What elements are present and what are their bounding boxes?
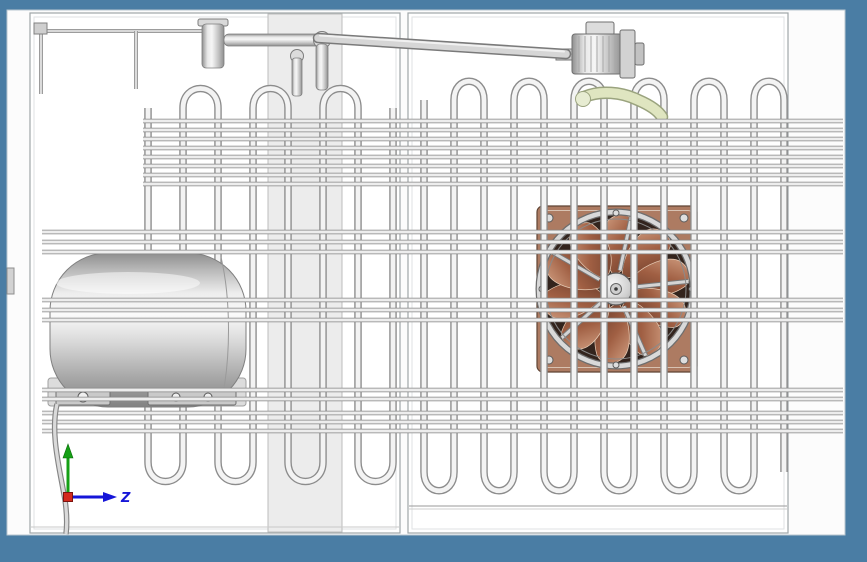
frame-bracket <box>33 22 213 94</box>
compressor-highlight <box>56 272 200 294</box>
y-axis-arrowhead <box>62 443 74 459</box>
motor-ribs <box>578 36 616 72</box>
pipe-horizontal <box>223 33 321 47</box>
motor-flange <box>619 29 636 79</box>
orientation-triad[interactable]: Z <box>62 443 131 506</box>
bracket-cap <box>33 22 48 35</box>
motor-terminal-box <box>585 21 615 36</box>
discharge-piping <box>197 18 331 97</box>
shroud-bolt <box>679 355 689 365</box>
left-edge-tab <box>6 267 15 295</box>
panel-strip <box>267 13 343 533</box>
coil-tube-body <box>421 79 787 493</box>
compressor <box>47 252 247 408</box>
discharge-pipe-long <box>312 32 572 60</box>
z-axis-arrowhead <box>103 492 117 502</box>
pipe-drop-left <box>291 57 303 97</box>
shroud-bolt <box>612 361 620 369</box>
fan-hub-center <box>614 287 618 291</box>
condenser-tube-rows <box>42 118 843 434</box>
compressor-weld-seam <box>220 256 229 404</box>
accent-pipe <box>575 86 669 124</box>
shroud-bolt <box>612 209 620 217</box>
accent-pipe-elbow <box>575 91 591 107</box>
x-axis-origin-marker <box>63 492 73 502</box>
accent-pipe-body <box>579 88 667 122</box>
right-panel <box>407 12 789 534</box>
motor-stub <box>634 42 645 66</box>
shroud-bolt <box>679 213 689 223</box>
coil-tube-body <box>145 86 396 484</box>
pipe-fitting-vertical <box>201 23 225 69</box>
condenser-coil-right <box>420 77 788 495</box>
left-panel <box>29 12 401 534</box>
long-pipe-body <box>314 34 570 58</box>
condenser-coil-left <box>144 84 397 486</box>
long-pipe-highlight <box>319 34 565 53</box>
z-axis-label: Z <box>120 491 131 506</box>
pipe-drop-right <box>315 43 329 91</box>
